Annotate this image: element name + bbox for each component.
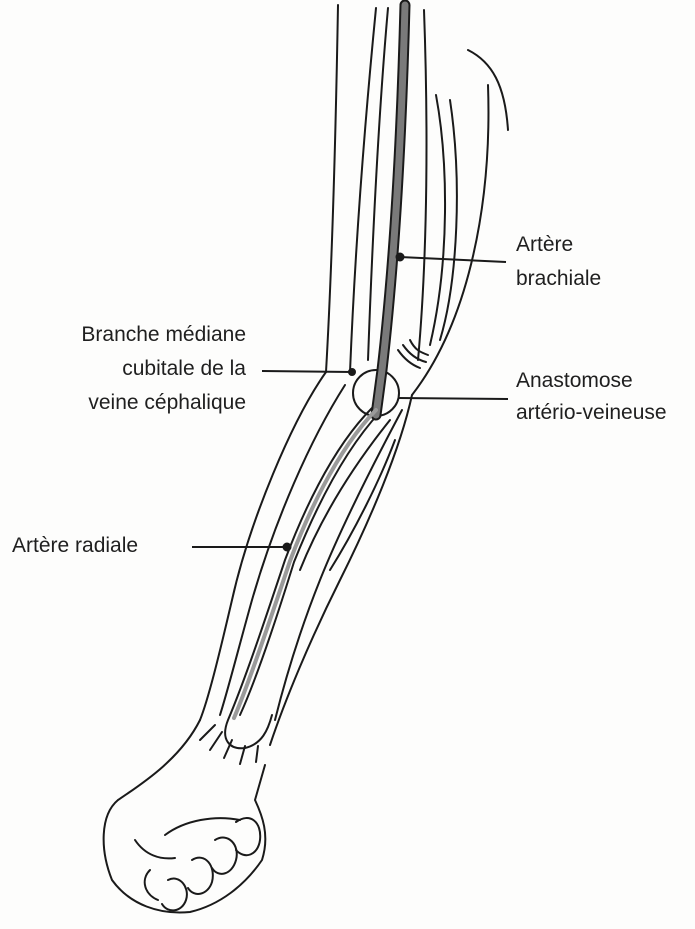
upper-arm-line-1	[350, 8, 376, 372]
radial-leader-dot	[284, 544, 291, 551]
label-radial-artery: Artère radiale	[12, 533, 138, 559]
label-brachial-line2: brachiale	[516, 266, 601, 292]
wrist-branch-2	[210, 732, 222, 750]
upper-arm-right-contour	[412, 85, 488, 395]
radial-artery-fill	[234, 410, 376, 718]
label-anastomosis-line2: artério-veineuse	[516, 400, 667, 426]
finger-4	[162, 879, 187, 911]
brachial-leader-dot	[397, 254, 404, 261]
finger-5	[145, 870, 158, 900]
upper-arm-line-4	[430, 95, 445, 345]
radial-artery-inner	[240, 412, 380, 715]
label-branch-line2: cubitale de la	[40, 356, 246, 382]
label-brachial-line1: Artère	[516, 232, 573, 258]
branch-leader	[262, 371, 352, 372]
finger-2	[212, 838, 237, 874]
wrist-branch-5	[256, 746, 258, 762]
wrist-branch-1	[200, 725, 215, 740]
finger-3	[188, 858, 213, 894]
finger-1	[236, 818, 260, 855]
label-branch-line3: veine céphalique	[40, 390, 246, 416]
thumb-line	[165, 818, 240, 835]
palm-crease	[135, 840, 175, 858]
label-branch-line1: Branche médiane	[40, 322, 246, 348]
anastomosis-leader	[398, 398, 508, 399]
upper-arm-left-contour	[326, 5, 338, 372]
label-anastomosis-line1: Anastomose	[516, 368, 633, 394]
upper-arm-line-3	[418, 10, 426, 360]
branch-leader-dot	[349, 369, 355, 375]
brachial-leader	[400, 257, 506, 262]
forearm-line-1	[220, 385, 345, 715]
